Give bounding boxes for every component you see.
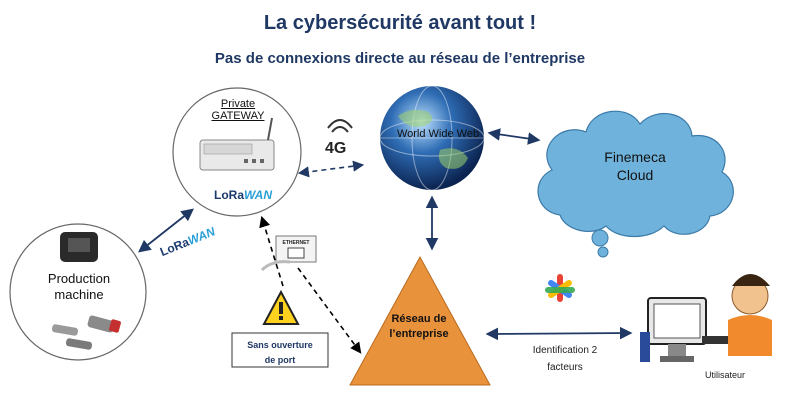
port-warning-line2: de port	[264, 355, 296, 365]
two-factor-line1: Identification 2	[532, 345, 598, 356]
enterprise-network-line2: l’entreprise	[389, 328, 449, 340]
gateway-label: Private GATEWAY	[200, 98, 276, 122]
production-label-line1: Production	[47, 271, 111, 286]
enterprise-network-line1: Réseau de	[391, 313, 447, 325]
4g-label: 4G	[325, 140, 347, 157]
ethernet-label: ETHERNET	[282, 240, 310, 246]
gateway-label-line2: GATEWAY	[211, 110, 265, 122]
gateway-label-line1: Private	[220, 98, 256, 110]
gateway-icon	[199, 117, 275, 171]
cloud-label-line2: Cloud	[616, 167, 654, 183]
two-factor-label: Identification 2 facteurs	[515, 342, 615, 376]
port-warning-box	[231, 332, 329, 368]
globe-icon	[379, 85, 485, 191]
cloud-label: Finemeca Cloud	[560, 148, 710, 184]
device-icon	[60, 232, 98, 262]
page-title: La cybersécurité avant tout !	[263, 12, 537, 34]
cloud-icon	[537, 110, 734, 258]
production-label: Production machine	[34, 271, 124, 303]
sensor-icon	[51, 315, 121, 350]
www-label: World Wide Web	[396, 128, 480, 140]
lorawan-logo-gateway: LoRaWAN	[214, 188, 272, 202]
production-node	[9, 223, 147, 361]
production-label-line2: machine	[54, 287, 104, 302]
enterprise-network-label: Réseau de l’entreprise	[371, 312, 467, 342]
warning-icon	[262, 289, 300, 325]
two-factor-line2: facteurs	[547, 362, 583, 373]
port-warning-line1: Sans ouverture	[247, 340, 313, 350]
user-label: Utilisateur	[704, 370, 745, 380]
signal-icon	[327, 119, 353, 133]
enterprise-network-triangle	[349, 255, 491, 386]
authenticator-icon	[545, 274, 575, 302]
user-computer-icon	[640, 274, 772, 362]
lorawan-lora-text: LoRa	[214, 188, 244, 202]
lorawan-wan-text: WAN	[244, 188, 272, 202]
page-subtitle: Pas de connexions directe au réseau de l…	[214, 50, 586, 67]
connections	[138, 128, 633, 354]
gateway-node	[172, 87, 302, 217]
cloud-label-line1: Finemeca	[604, 149, 666, 165]
port-warning-label: Sans ouverture de port	[234, 338, 326, 368]
ethernet-icon	[260, 235, 317, 272]
